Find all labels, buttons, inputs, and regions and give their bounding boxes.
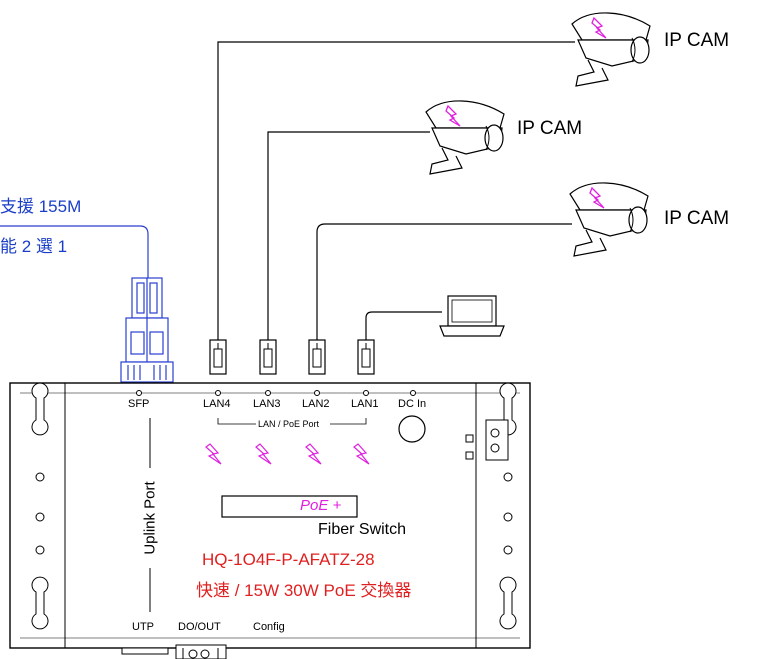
rj45-plug-icon [308,339,326,375]
rj45-plug-icon [259,339,277,375]
rj45-plug-icon [209,339,227,375]
lan-poe-group-label: LAN / PoE Port [258,419,320,429]
camera-label: IP CAM [664,30,730,51]
port-label-lan4: LAN4 [203,398,231,410]
note-line-2: 能 2 選 1 [0,237,68,256]
model-number: HQ-1O4F-P-AFATZ-28 [202,550,375,569]
port-label-config: Config [253,621,285,633]
rj45-plug-icon [357,339,375,375]
ip-camera-icon [569,182,649,257]
ip-camera-icon [571,12,651,87]
sfp-connector-icon [120,277,174,383]
port-label-utp: UTP [132,621,154,633]
port-label-dc-in: DC In [398,398,427,410]
port-label-sfp: SFP [128,398,150,410]
cable-lan1 [365,311,442,345]
port-label-lan2: LAN2 [302,398,330,410]
note-line-1: 支援 155M [0,197,82,216]
fiber-cable [0,225,149,280]
poe-badge: PoE + [300,497,342,514]
cable-lan3 [267,131,430,345]
device-type: Fiber Switch [318,521,407,538]
laptop-icon [439,295,505,337]
port-label-lan3: LAN3 [253,398,281,410]
device-description: 快速 / 15W 30W PoE 交換器 [196,581,412,600]
camera-label: IP CAM [664,208,730,229]
port-label-lan1: LAN1 [351,398,379,410]
cable-lan4 [217,41,575,345]
ip-camera-icon [425,100,505,175]
camera-label: IP CAM [517,118,583,139]
switch-chassis [9,382,531,659]
cable-lan2 [316,223,572,345]
uplink-port-label: Uplink Port [141,477,159,559]
port-label-do-out: DO/OUT [178,621,221,633]
